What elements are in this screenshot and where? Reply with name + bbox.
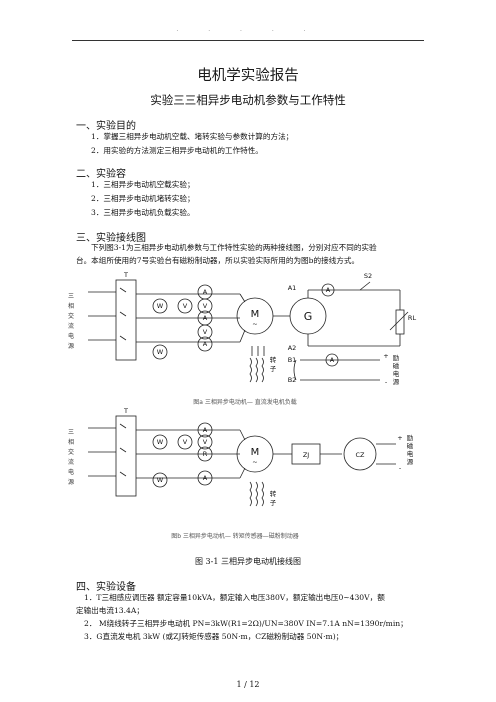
- list-item: 3．三相异步电动机负载实验。: [91, 208, 195, 217]
- source-label-char: 源: [68, 342, 74, 350]
- page-number: 1 / 12: [236, 680, 260, 689]
- label-B1: B1: [288, 356, 297, 364]
- meter-V: V: [203, 302, 208, 310]
- motor-M-a: M: [251, 309, 260, 320]
- source-label-char: 流: [68, 458, 74, 466]
- plus: +: [397, 434, 402, 442]
- doc-title: 电机学实验报告: [197, 68, 299, 84]
- wiring-diagram: 三相交流电源 三相交流电源 T W W V V V A A A M ~ G A1…: [68, 271, 417, 540]
- section-heading-4: 四、实验设备: [76, 582, 136, 593]
- plus: +: [383, 352, 388, 360]
- motor-M-b: M: [251, 447, 260, 458]
- rotor-label-1: 转: [270, 355, 277, 364]
- meter-A: A: [203, 288, 208, 296]
- meter-A: A: [203, 474, 208, 482]
- meter-A: A: [326, 286, 331, 294]
- caption-b: 图b 三相异步电动机— 转矩传感器—磁粉制动器: [171, 532, 299, 540]
- label-T-b: T: [123, 407, 128, 415]
- source-label-char: 交: [68, 312, 74, 320]
- source-label-b: 三相交流电源: [68, 429, 74, 486]
- excite-label: 电: [407, 449, 414, 458]
- rotor-label-1: 转: [270, 489, 277, 498]
- meter-V: V: [203, 328, 208, 336]
- source-label-char: 交: [68, 448, 74, 456]
- meter-A: A: [203, 426, 208, 434]
- minus: -: [385, 378, 388, 386]
- minus: -: [399, 464, 402, 472]
- header-rule: [72, 40, 424, 41]
- meter-V: V: [203, 438, 208, 446]
- excite-label: 励: [407, 434, 414, 442]
- list-item: 1．三相异步电动机空载实验；: [91, 180, 195, 189]
- label-ZJ: ZJ: [303, 451, 309, 459]
- label-S2: S2: [364, 272, 372, 280]
- paragraph-line: 2． M绕线转子三相异步电动机 PN=3kW(R1=2Ω)/UN=380V IN…: [84, 619, 408, 628]
- source-label-char: 流: [68, 322, 74, 330]
- source-label-char: 电: [68, 468, 74, 476]
- excite-label: 磁: [393, 361, 400, 370]
- list-item: 1．掌握三相异步电动机空载、堵转实验与参数计算的方法；: [91, 132, 294, 141]
- label-T-a: T: [123, 271, 128, 279]
- transformer-b: [115, 415, 137, 497]
- meter-V: V: [183, 302, 188, 310]
- paragraph-line: 台。本组所使用的7号实验台有磁粉制动器，所以实验实际所用的为图b的接线方式。: [76, 256, 360, 265]
- meter-A: A: [203, 314, 208, 322]
- paragraph-line: 下列图3-1为三相异步电动机参数与工作特性实验的两种接线图，分别对应不同的实验: [91, 243, 377, 252]
- section-heading-1: 一、实验目的: [76, 121, 136, 132]
- tilde: ~: [252, 458, 257, 466]
- paragraph-line: 3．G直流发电机 3kW (或ZJ转矩传感器 50N·m，CZ磁粉制动器 50N…: [84, 632, 344, 641]
- meter-V: V: [183, 438, 188, 446]
- source-label-char: 三: [68, 293, 74, 300]
- source-label-char: 源: [68, 478, 74, 486]
- list-item: 2．三相异步电动机堵转实验；: [91, 194, 195, 203]
- source-label-char: 相: [68, 302, 74, 310]
- meter-A: A: [203, 340, 208, 348]
- rotor-label-2: 子: [270, 499, 277, 507]
- meter-W: W: [157, 348, 164, 356]
- source-label-char: 相: [68, 438, 74, 446]
- doc-subtitle: 实验三三相异步电动机参数与工作特性: [150, 93, 346, 107]
- label-B2: B2: [288, 376, 297, 384]
- source-label-a: 三相交流电源: [68, 293, 74, 350]
- label-A1: A1: [288, 284, 297, 292]
- caption-a: 图a 三相异步电动机— 直流发电机负载: [193, 398, 297, 406]
- excite-label: 磁: [407, 441, 414, 450]
- tilde: ~: [252, 320, 257, 328]
- meter-W: W: [157, 438, 164, 446]
- paragraph-line: 定输出电流13.4A；: [76, 606, 144, 615]
- label-CZ: CZ: [356, 451, 366, 459]
- excite-label: 源: [393, 377, 400, 386]
- section-heading-3: 三、实验接线图: [76, 233, 146, 244]
- meter-W: W: [157, 302, 164, 310]
- excite-label: 源: [407, 457, 414, 466]
- source-label-char: 电: [68, 332, 74, 340]
- meter-A: A: [330, 356, 335, 364]
- meter-R: R: [203, 450, 208, 458]
- section-heading-2: 二、实验容: [76, 169, 126, 180]
- meter-W: W: [157, 476, 164, 484]
- excite-label: 励: [393, 354, 400, 362]
- excite-label: 电: [393, 369, 400, 378]
- generator-G: G: [304, 310, 313, 323]
- transformer-a: [115, 279, 137, 361]
- label-A2: A2: [288, 344, 297, 352]
- label-RL: RL: [408, 314, 417, 322]
- paragraph-line: 1．T三相感应调压器 额定容量10kVA，额定输入电压380V，额定输出电压0~…: [84, 593, 385, 602]
- source-label-char: 三: [68, 429, 74, 436]
- header-dots: · · · · ·: [176, 28, 320, 35]
- figure-caption: 图 3-1 三相异步电动机接线图: [195, 557, 301, 566]
- rotor-label-2: 子: [270, 365, 277, 373]
- list-item: 2．用实验的方法测定三相异步电动机的工作特性。: [91, 146, 263, 155]
